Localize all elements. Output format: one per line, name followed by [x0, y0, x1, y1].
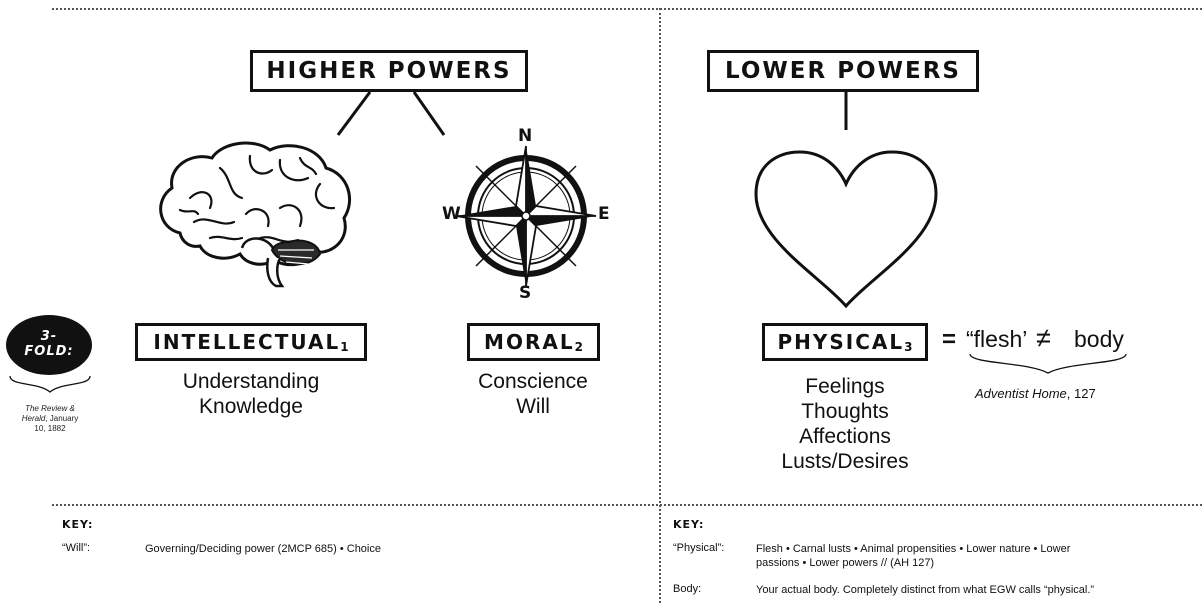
physical-description: Feelings Thoughts Affections Lusts/Desir… [781, 375, 909, 473]
not-equal-sign: ≠ [1036, 323, 1051, 353]
compass-w-label: W [442, 204, 461, 224]
top-divider [52, 8, 1202, 10]
key-right-title: KEY: [673, 518, 705, 531]
intellectual-description: Understanding Knowledge [182, 370, 320, 418]
compass-rose-icon [455, 145, 597, 287]
three-fold-badge: 3- FOLD: [6, 315, 92, 375]
badge-brace [9, 375, 91, 393]
key-left-term: “Will”: [62, 542, 91, 554]
key-right-term-body: Body: [673, 583, 702, 595]
moral-description: Conscience Will [478, 370, 588, 418]
higher-powers-title: HIGHER POWERS [250, 50, 528, 92]
compass-s-label: S [519, 283, 532, 303]
heart-icon [754, 150, 938, 309]
key-divider [52, 504, 1202, 506]
intellectual-box: INTELLECTUAL1 [135, 323, 367, 361]
key-left-definition: Governing/Deciding power (2MCP 685) • Ch… [145, 543, 381, 555]
compass-n-label: N [518, 126, 533, 146]
equals-sign: = [942, 326, 957, 353]
key-right-term-physical: “Physical”: [673, 542, 725, 554]
key-right-definition-physical: Flesh • Carnal lusts • Animal propensiti… [756, 543, 1071, 569]
brain-icon [159, 141, 352, 288]
center-divider [659, 8, 661, 603]
flesh-term: “flesh’ [966, 326, 1028, 352]
key-left-title: KEY: [62, 518, 94, 531]
badge-citation: The Review & Herald, January 10, 1882 [21, 404, 79, 433]
adventist-home-citation: Adventist Home, 127 [975, 386, 1096, 401]
physical-box: PHYSICAL3 [762, 323, 928, 361]
body-term: body [1074, 326, 1124, 352]
higher-connector-lines [336, 91, 446, 136]
moral-box: MORAL2 [467, 323, 600, 361]
equation-brace [969, 353, 1127, 374]
compass-e-label: E [598, 204, 610, 224]
key-right-definition-body: Your actual body. Completely distinct fr… [756, 584, 1095, 596]
lower-connector-line [844, 92, 848, 130]
lower-powers-title: LOWER POWERS [707, 50, 979, 92]
